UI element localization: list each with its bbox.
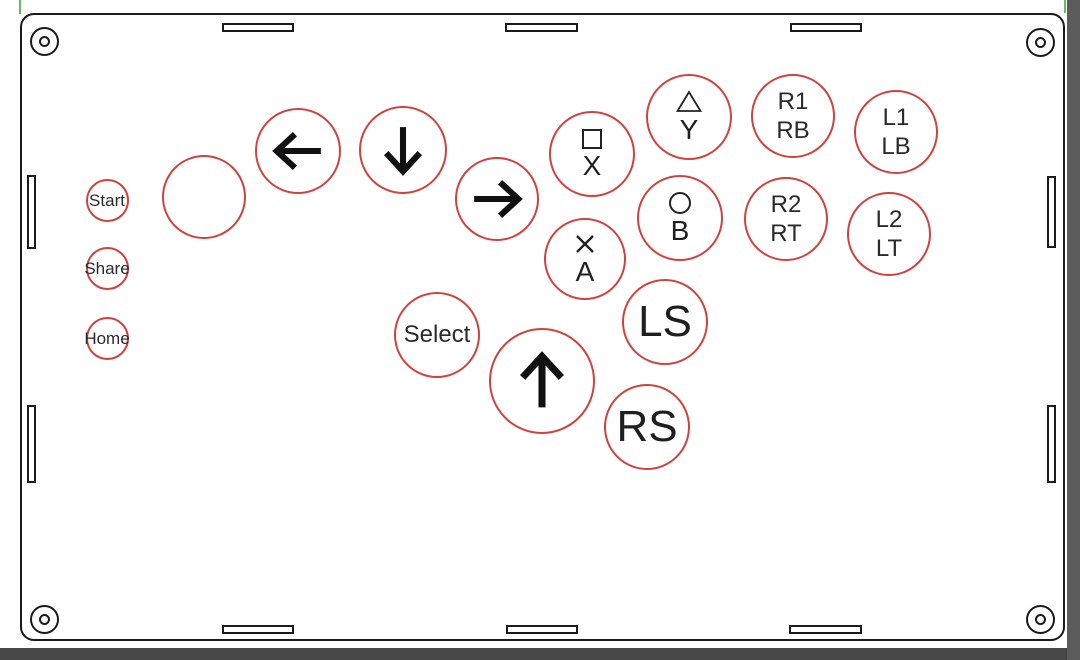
button-b: B [637, 175, 723, 261]
slot-top-left [222, 23, 294, 32]
button-l2-lt: L2 LT [847, 192, 931, 276]
page-edge-green-right [1064, 0, 1066, 13]
slot-left-lower [27, 405, 36, 483]
slot-top-center [505, 23, 578, 32]
cross-symbol-icon [576, 234, 594, 253]
button-dpad-right [455, 157, 539, 241]
button-dpad-up [489, 328, 595, 434]
left-arrow-icon [272, 131, 321, 171]
screw-hole-top-right [1025, 27, 1055, 57]
button-share: Share [84, 246, 130, 290]
button-y-label: Y [679, 114, 699, 145]
down-arrow-icon [383, 127, 423, 176]
square-symbol-icon [582, 128, 602, 149]
button-x-label: X [582, 149, 602, 181]
screw-hole-inner [38, 35, 50, 47]
button-lb-label: LB [881, 132, 911, 160]
button-rs-label: RS [616, 402, 678, 451]
slot-bottom-left [222, 625, 294, 634]
slot-top-right [790, 23, 862, 32]
button-share-label: Share [84, 258, 130, 278]
button-dpad-left [255, 108, 341, 194]
button-start: Start [85, 178, 129, 222]
slot-bottom-right [789, 625, 862, 634]
button-dpad-down [359, 106, 447, 194]
button-a: A [544, 218, 626, 300]
screw-hole-inner [38, 613, 50, 625]
page-shadow-right [1067, 0, 1080, 660]
button-b-label: B [670, 214, 690, 246]
button-x: X [549, 111, 635, 197]
button-select: Select [394, 292, 480, 378]
button-l1-label: L1 [882, 103, 910, 131]
right-arrow-icon [474, 179, 523, 219]
button-lt-label: LT [875, 234, 903, 262]
screw-hole-bottom-left [29, 604, 59, 634]
button-r2-rt: R2 RT [744, 177, 828, 261]
screw-hole-bottom-right [1025, 604, 1055, 634]
button-start-label: Start [89, 190, 125, 210]
screw-hole-inner [1034, 36, 1046, 48]
button-ls: LS [622, 279, 708, 365]
button-l1-lb: L1 LB [854, 90, 938, 174]
button-r1-label: R1 [777, 87, 809, 115]
circle-symbol-icon [669, 191, 691, 214]
slot-bottom-center [506, 625, 578, 634]
button-ls-label: LS [638, 297, 692, 346]
button-a-label: A [575, 255, 595, 287]
slot-right-lower [1047, 405, 1056, 483]
button-rb-label: RB [776, 116, 810, 144]
button-home: Home [84, 316, 130, 360]
screw-hole-top-left [29, 26, 59, 56]
button-rs: RS [604, 384, 690, 470]
page-edge-green-left [18, 0, 21, 14]
slot-right-upper [1047, 176, 1056, 248]
up-arrow-icon [520, 351, 564, 408]
button-home-label: Home [84, 328, 130, 348]
button-r1-rb: R1 RB [751, 74, 835, 158]
screw-hole-inner [1034, 613, 1046, 625]
slot-left-upper [27, 175, 36, 249]
page-shadow-bottom [0, 648, 1067, 660]
button-y: Y [646, 74, 732, 160]
button-spare-unlabeled [162, 155, 246, 239]
triangle-symbol-icon [676, 90, 702, 112]
button-r2-label: R2 [770, 190, 802, 218]
button-rt-label: RT [770, 219, 802, 247]
button-l2-label: L2 [875, 205, 903, 233]
button-select-label: Select [403, 321, 471, 348]
